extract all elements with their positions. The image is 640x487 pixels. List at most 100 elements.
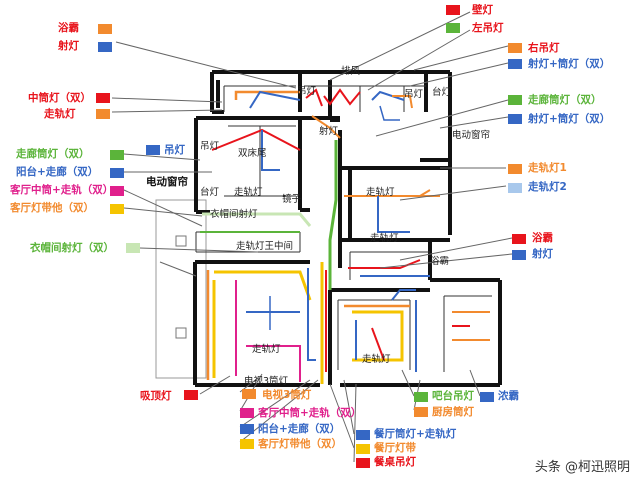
watermark: 头条 @柯迅照明 — [534, 460, 630, 475]
circuit-wire — [371, 327, 385, 361]
leader-line — [413, 45, 509, 71]
legend-label: 客厅中筒+走轨（双） — [10, 184, 114, 196]
lighting-circuits — [200, 88, 490, 384]
legend-swatch — [240, 408, 254, 418]
legend-swatch — [356, 444, 370, 454]
legend-swatch — [98, 24, 112, 34]
legend-label: 吧台吊灯 — [432, 390, 474, 402]
legend-swatch — [446, 23, 460, 33]
legend-swatch — [508, 95, 522, 105]
legend-swatch — [508, 59, 522, 69]
circuit-wire — [371, 90, 405, 101]
legend-label: 走轨灯2 — [528, 181, 567, 193]
room-label: 走轨灯 — [370, 233, 399, 244]
legend-label: 吊灯 — [164, 144, 185, 156]
legend-label: 厨房筒灯 — [432, 406, 474, 418]
room-label: 吊灯 — [404, 89, 424, 100]
room-label: 走轨灯王中间 — [236, 241, 294, 252]
leader-line — [123, 153, 201, 161]
circuit-wire — [311, 115, 341, 139]
fixture-box — [175, 327, 187, 339]
circuit-wire — [377, 196, 410, 233]
legend-swatch — [98, 42, 112, 52]
legend-swatch — [96, 109, 110, 119]
legend-swatch — [414, 407, 428, 417]
room-label: 射灯 — [319, 126, 339, 137]
legend-swatch — [110, 204, 124, 214]
legend-label: 浓霸 — [498, 390, 519, 402]
legend-label: 射灯+筒灯（双） — [528, 58, 611, 70]
legend-swatch — [512, 250, 526, 260]
room-label: 镜子 — [282, 194, 302, 205]
legend-label: 客厅灯带他（双） — [258, 438, 342, 450]
room-label: 走轨灯 — [252, 344, 281, 355]
circuit-wire — [328, 140, 338, 290]
circuit-wire — [392, 95, 413, 109]
room-label: 吊灯 — [200, 141, 220, 152]
leader-line — [139, 247, 259, 253]
leader-line — [123, 207, 203, 217]
legend-label: 射灯+筒灯（双） — [528, 113, 611, 125]
room-label: 电视3筒灯 — [244, 376, 289, 387]
leader-line — [111, 97, 223, 103]
leader-line — [199, 375, 231, 395]
circuit-wire — [305, 88, 323, 107]
leader-line — [111, 109, 223, 113]
leader-lines — [111, 11, 513, 463]
room-label: 台灯 — [432, 87, 452, 98]
legend-label: 壁灯 — [472, 4, 493, 16]
legend-swatch — [110, 168, 124, 178]
legend-swatch — [356, 458, 370, 468]
circuit-wire — [261, 130, 280, 171]
legend-label: 走轨灯 — [44, 108, 76, 120]
legend-label: 餐厅灯带 — [374, 442, 416, 454]
legend-swatch — [110, 150, 124, 160]
leader-line — [329, 383, 355, 449]
curtain-label: 电动窗帘 — [146, 176, 188, 188]
legend-label: 衣帽间射灯（双） — [30, 242, 114, 254]
legend-label: 走廊筒灯（双） — [16, 148, 90, 160]
leader-line — [367, 29, 471, 91]
circuit-wire — [246, 345, 301, 382]
room-label: 电动窗帘 — [452, 130, 491, 141]
legend-swatch — [508, 183, 522, 193]
circuit-wire — [234, 90, 300, 100]
leader-line — [399, 237, 513, 261]
balcony-outline — [155, 199, 207, 379]
room-label: 走轨灯 — [366, 187, 395, 198]
legend-swatch — [242, 389, 256, 399]
leader-line — [379, 253, 513, 269]
legend-label: 阳台+走廊（双） — [258, 423, 341, 435]
room-label: 浴霸 — [430, 256, 450, 267]
leader-line — [469, 369, 481, 397]
legend-swatch — [110, 186, 124, 196]
circuit-wire — [249, 90, 301, 109]
room-label: 走轨灯 — [234, 187, 263, 198]
legend-swatch — [240, 424, 254, 434]
room-label: 走轨灯 — [362, 354, 391, 365]
legend-label: 客厅中筒+走轨（双） — [258, 407, 362, 419]
leader-line — [439, 116, 509, 129]
legend-swatch — [96, 93, 110, 103]
legend-label: 中筒灯（双） — [28, 92, 91, 104]
legend-swatch — [508, 43, 522, 53]
legend-swatch — [446, 5, 460, 15]
leader-line — [399, 185, 507, 201]
room-label: 排风 — [341, 66, 361, 77]
legend-swatch — [508, 164, 522, 174]
legend-label: 浴霸 — [532, 232, 553, 244]
legend-label: 客厅灯带他（双） — [10, 202, 94, 214]
legend-swatch — [414, 392, 428, 402]
circuit-wire — [348, 259, 421, 269]
legend-swatch — [512, 234, 526, 244]
room-label: 台灯 — [200, 187, 220, 198]
legend-swatch — [480, 392, 494, 402]
legend-label: 电视3筒灯 — [262, 389, 312, 401]
floor-plan-walls — [155, 70, 502, 387]
circuit-wire — [307, 268, 316, 361]
leader-line — [239, 379, 311, 428]
room-label: 衣帽间射灯 — [210, 209, 258, 220]
circuit-wire — [323, 88, 361, 106]
circuit-wire — [352, 310, 404, 362]
